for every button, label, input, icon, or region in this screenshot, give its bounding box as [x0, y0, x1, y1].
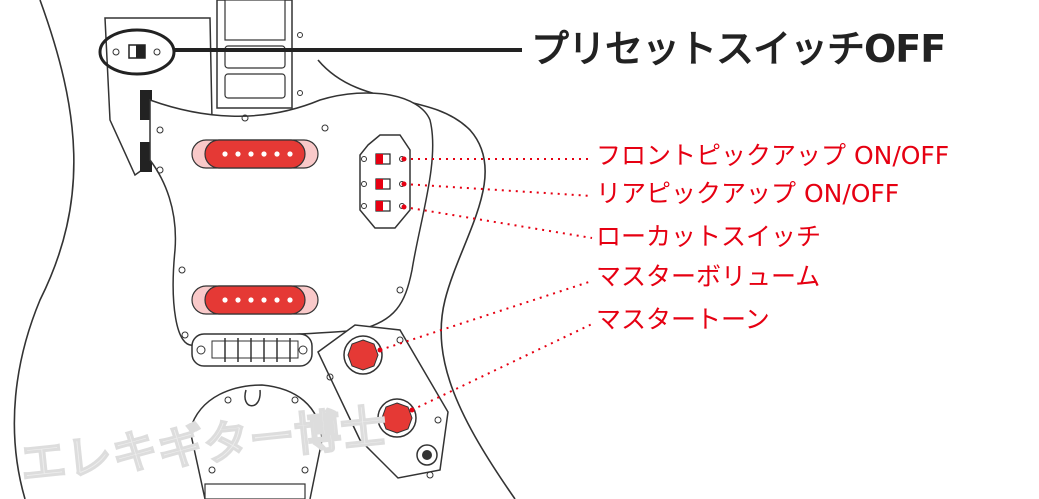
lowcut-leader — [403, 206, 593, 239]
master-tone-leader — [411, 323, 593, 411]
neck — [216, 0, 303, 109]
master-volume-knob — [343, 335, 383, 375]
rear-pickup-label: リアピックアップ ON/OFF — [596, 179, 900, 208]
master-tone-label: マスタートーン — [596, 305, 770, 334]
leader-dots — [377, 156, 415, 413]
master-volume-leader — [379, 280, 593, 351]
tremolo-screws — [208, 396, 309, 474]
master-tone-knob — [377, 398, 417, 438]
leader-lines — [379, 158, 593, 411]
rear-pickup-switch — [361, 178, 405, 190]
preset-switch — [112, 44, 161, 59]
preset-switch-label: プリセットスイッチOFF — [531, 27, 946, 71]
lowcut-switch-label: ローカットスイッチ — [596, 222, 822, 251]
rhythm-roller-2 — [140, 142, 152, 172]
front-pickup — [191, 139, 319, 169]
tremolo-tailpiece — [204, 483, 306, 499]
rear-pickup — [191, 285, 319, 315]
rear-pickup-leader — [403, 183, 593, 197]
rhythm-roller-1 — [140, 90, 152, 120]
tremolo-arm-mount — [244, 389, 261, 407]
body-outline — [13, 0, 75, 499]
master-volume-label: マスターボリューム — [596, 262, 821, 291]
front-pickup-label: フロントピックアップ ON/OFF — [596, 141, 950, 170]
tremolo-plate — [189, 384, 323, 499]
bridge — [191, 333, 313, 367]
output-jack — [416, 444, 438, 466]
